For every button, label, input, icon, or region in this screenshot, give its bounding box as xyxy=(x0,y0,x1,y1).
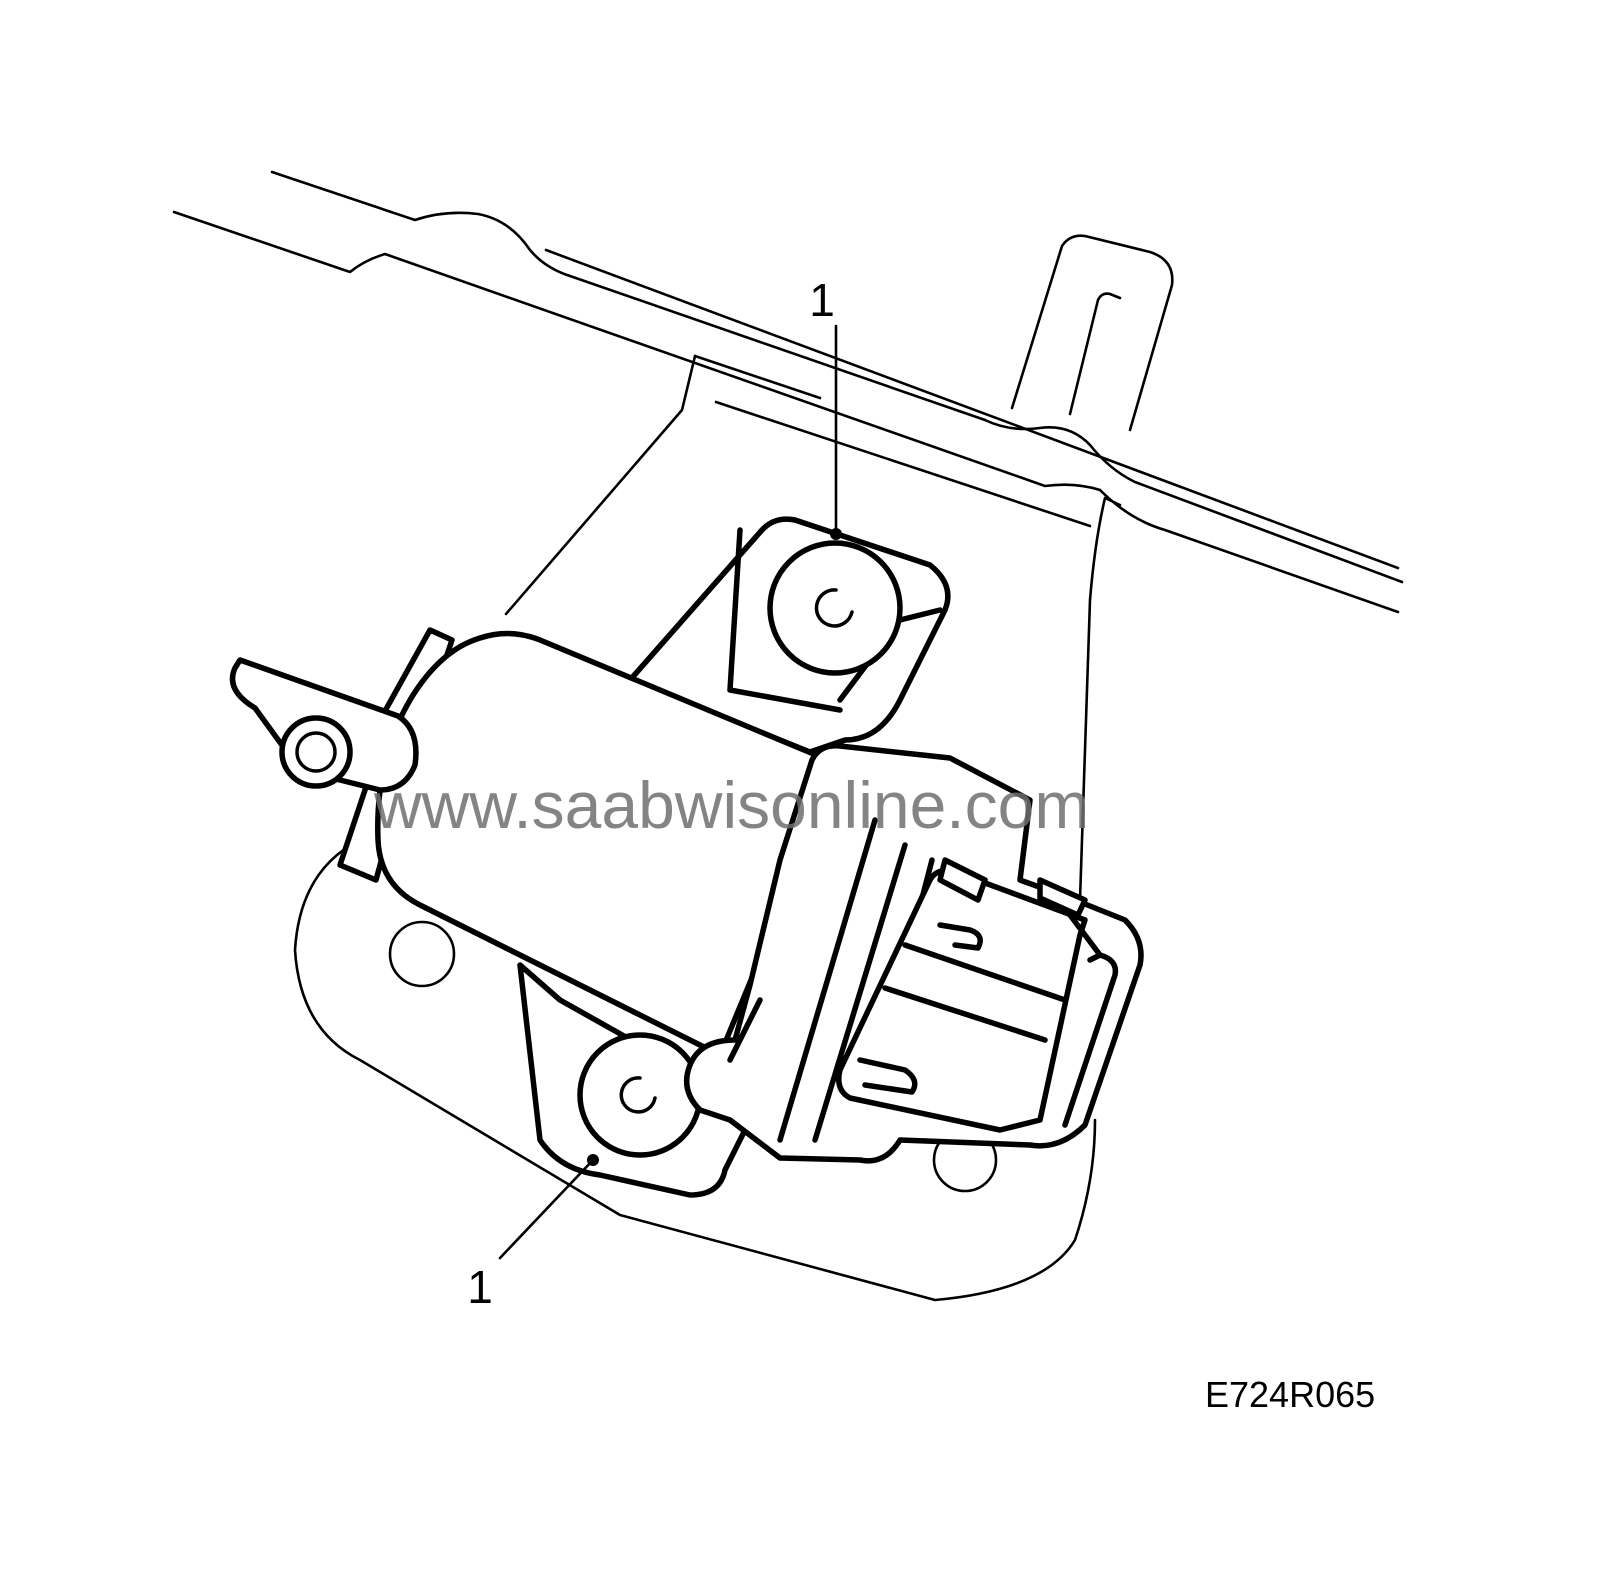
connector xyxy=(683,743,1144,1164)
figure-code: E724R065 xyxy=(1205,1374,1375,1415)
callout-leaders xyxy=(498,324,842,1260)
callout-label-lower: 1 xyxy=(467,1261,493,1313)
body-panel xyxy=(172,170,1404,1302)
watermark: www.saabwisonline.com xyxy=(373,768,1089,842)
callout-dot-lower xyxy=(587,1154,599,1166)
callout-dot-upper xyxy=(830,528,842,540)
lower-bolt xyxy=(577,1032,703,1158)
callout-label-upper: 1 xyxy=(809,274,835,326)
upper-bolt xyxy=(767,540,903,676)
valve-body xyxy=(229,627,843,1058)
